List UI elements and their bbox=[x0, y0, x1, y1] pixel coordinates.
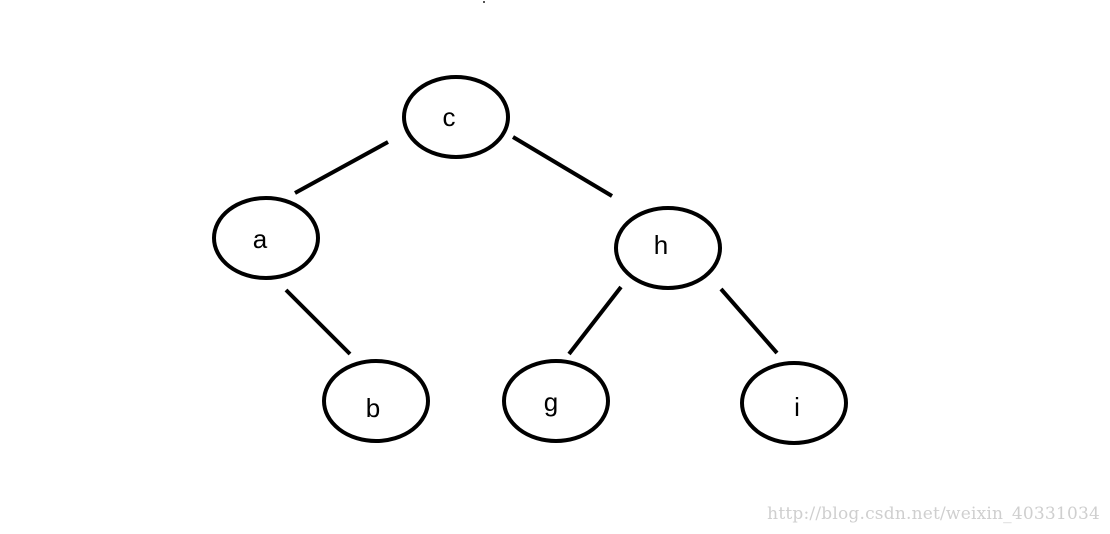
edge-a-b bbox=[284, 288, 352, 356]
edge-c-a bbox=[294, 140, 389, 195]
node-b: b bbox=[322, 359, 430, 443]
node-c-ellipse bbox=[402, 75, 510, 159]
node-i-ellipse bbox=[740, 361, 848, 445]
edge-h-g bbox=[567, 285, 623, 356]
node-h: h bbox=[614, 206, 722, 290]
node-a-label: a bbox=[253, 224, 268, 254]
node-a-ellipse bbox=[212, 196, 320, 280]
nodes-layer: c a h b g i bbox=[212, 75, 848, 445]
edges-layer bbox=[284, 135, 779, 356]
watermark-text: http://blog.csdn.net/weixin_40331034 bbox=[767, 504, 1100, 524]
node-c: c bbox=[402, 75, 510, 159]
node-b-ellipse bbox=[322, 359, 430, 443]
edge-c-h bbox=[511, 135, 614, 198]
node-a: a bbox=[212, 196, 320, 280]
node-h-label: h bbox=[654, 230, 668, 260]
node-g: g bbox=[502, 359, 610, 443]
node-g-ellipse bbox=[502, 359, 610, 443]
node-i: i bbox=[740, 361, 848, 445]
node-b-label: b bbox=[366, 393, 380, 423]
node-c-label: c bbox=[443, 102, 456, 132]
node-h-ellipse bbox=[614, 206, 722, 290]
node-i-label: i bbox=[794, 392, 800, 422]
stray-pixel bbox=[483, 1, 485, 3]
edge-h-i bbox=[719, 287, 779, 355]
node-g-label: g bbox=[544, 387, 558, 417]
